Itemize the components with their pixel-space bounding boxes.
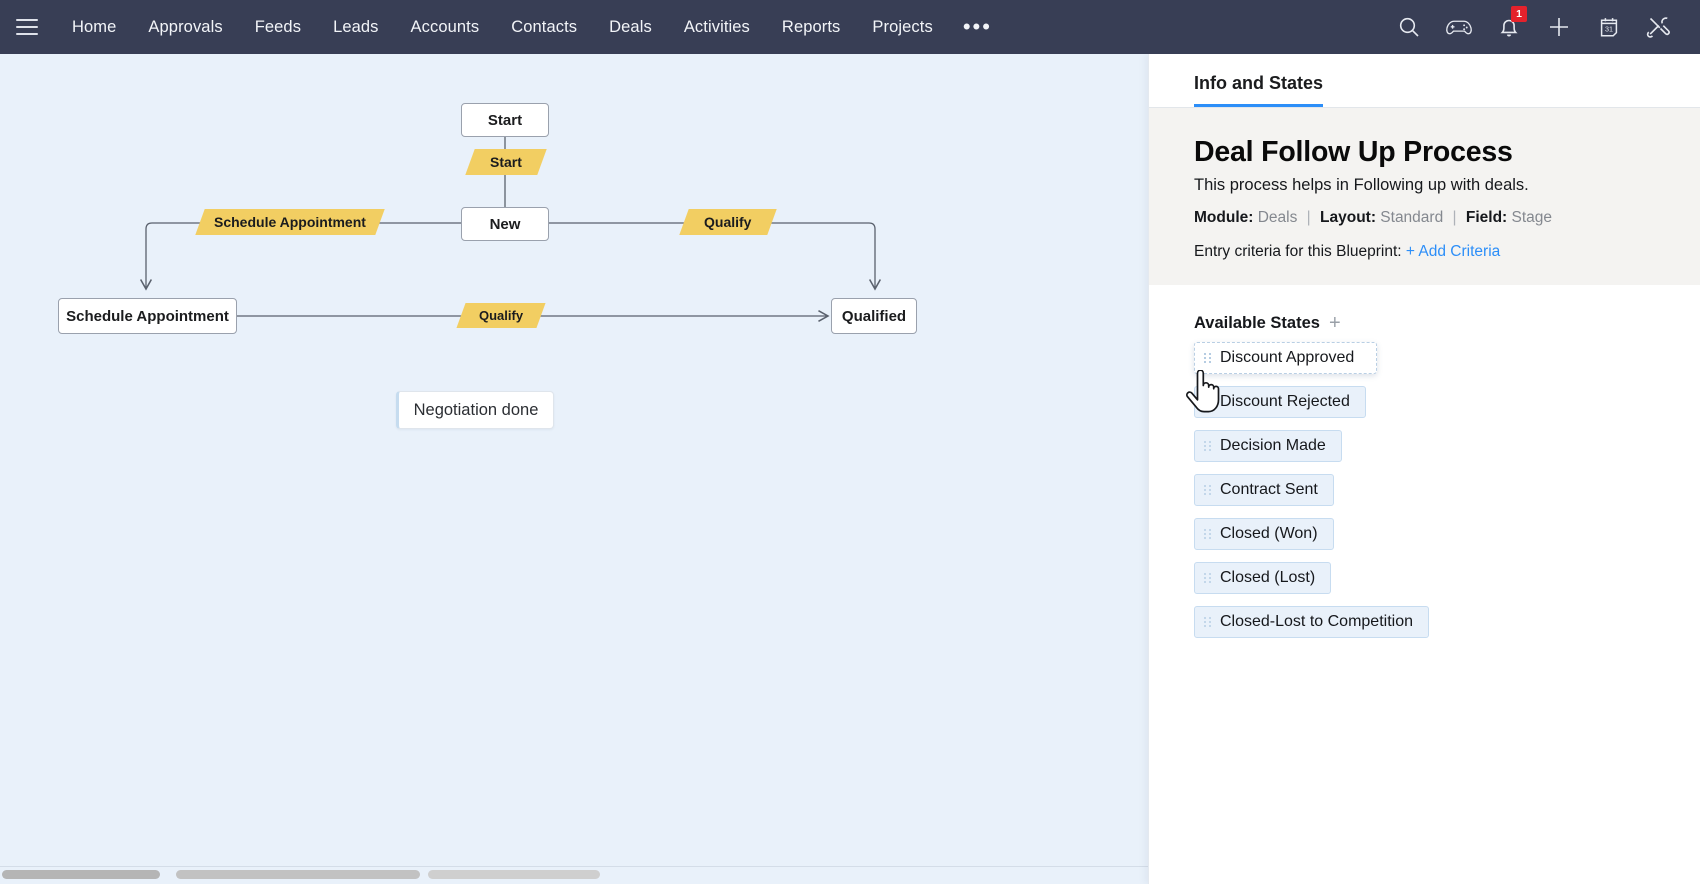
blueprint-info-section: Deal Follow Up Process This process help… <box>1149 108 1700 285</box>
flow-node-label: Qualified <box>841 307 907 325</box>
nav-item-accounts[interactable]: Accounts <box>410 18 480 36</box>
flow-edges <box>139 137 882 323</box>
entry-criteria-row: Entry criteria for this Blueprint: + Add… <box>1194 243 1655 261</box>
panel-tab-bar: Info and States <box>1149 54 1700 108</box>
state-chip-label: Closed-Lost to Competition <box>1220 613 1413 630</box>
blueprint-canvas[interactable]: Start Start New Schedule Appointment Qua… <box>0 54 1148 866</box>
blueprint-meta-row: Module: Deals | Layout: Standard | Field… <box>1194 209 1655 227</box>
state-chip-row: Decision Made <box>1194 430 1655 474</box>
state-chip-label: Decision Made <box>1220 437 1326 454</box>
module-label: Module: <box>1194 209 1254 226</box>
state-chip-row: Contract Sent <box>1194 474 1655 518</box>
flow-node-label: New <box>489 215 521 233</box>
add-criteria-link[interactable]: + Add Criteria <box>1405 243 1501 260</box>
nav-item-deals[interactable]: Deals <box>609 18 652 36</box>
flow-node-qualified[interactable]: Qualified <box>831 298 917 334</box>
nav-item-contacts[interactable]: Contacts <box>511 18 578 36</box>
info-and-states-panel: Info and States Deal Follow Up Process T… <box>1148 54 1700 884</box>
layout-value: Standard <box>1380 209 1444 226</box>
state-chip-closed-lost-to-competition[interactable]: Closed-Lost to Competition <box>1194 606 1429 638</box>
flow-node-start[interactable]: Start <box>461 103 549 137</box>
state-chip-row: Closed (Lost) <box>1194 562 1655 606</box>
drag-handle-icon[interactable] <box>1204 441 1211 451</box>
drag-handle-icon[interactable] <box>1204 397 1211 407</box>
nav-item-approvals[interactable]: Approvals <box>148 18 223 36</box>
state-chip-closed-lost[interactable]: Closed (Lost) <box>1194 562 1332 594</box>
state-chip-label: Discount Rejected <box>1220 393 1350 410</box>
flow-node-schedule-appointment[interactable]: Schedule Appointment <box>58 298 237 334</box>
available-states-header: Available States + <box>1194 313 1655 333</box>
flow-transition-qualify-top[interactable]: Qualify <box>679 209 777 235</box>
flow-node-label: Negotiation done <box>413 400 539 419</box>
state-chip-label: Discount Approved <box>1220 349 1355 366</box>
state-chip-row: Closed (Won) <box>1194 518 1655 562</box>
state-chip-label: Contract Sent <box>1220 481 1318 498</box>
state-chip-closed-won[interactable]: Closed (Won) <box>1194 518 1334 550</box>
search-icon[interactable] <box>1386 0 1432 54</box>
meta-separator: | <box>1452 209 1457 226</box>
nav-right-icons: 1 31 <box>1382 0 1700 54</box>
blueprint-title: Deal Follow Up Process <box>1194 136 1513 168</box>
scrollbar-thumb[interactable] <box>2 870 160 879</box>
top-navigation-bar: Home Approvals Feeds Leads Accounts Cont… <box>0 0 1700 54</box>
nav-item-feeds[interactable]: Feeds <box>254 18 302 36</box>
tab-info-and-states[interactable]: Info and States <box>1194 73 1324 107</box>
available-states-section: Available States + Discount Approved Dis… <box>1149 285 1700 650</box>
plus-icon[interactable] <box>1536 0 1582 54</box>
drag-handle-icon[interactable] <box>1204 485 1211 495</box>
nav-items: Home Approvals Feeds Leads Accounts Cont… <box>56 0 1006 54</box>
notification-badge: 1 <box>1511 6 1527 22</box>
nav-item-activities[interactable]: Activities <box>683 18 750 36</box>
nav-item-reports[interactable]: Reports <box>781 18 841 36</box>
nav-item-leads[interactable]: Leads <box>333 18 379 36</box>
flow-transition-schedule-appointment[interactable]: Schedule Appointment <box>195 209 385 235</box>
field-label: Field: <box>1465 209 1508 226</box>
state-chip-label: Closed (Lost) <box>1220 569 1316 586</box>
calendar-icon[interactable]: 31 <box>1586 0 1632 54</box>
canvas-horizontal-scrollbar[interactable] <box>0 866 1148 884</box>
add-state-plus-icon[interactable]: + <box>1328 312 1341 334</box>
meta-separator: | <box>1306 209 1311 226</box>
flow-node-label: Start <box>487 111 523 129</box>
layout-label: Layout: <box>1320 209 1376 226</box>
svg-text:31: 31 <box>1605 24 1613 33</box>
flow-transition-qualify-bottom[interactable]: Qualify <box>456 303 546 328</box>
drag-handle-icon[interactable] <box>1204 573 1211 583</box>
flow-node-new[interactable]: New <box>461 207 549 241</box>
flow-node-negotiation-done[interactable]: Negotiation done <box>396 391 554 429</box>
drag-handle-icon[interactable] <box>1204 617 1211 627</box>
drag-handle-icon[interactable] <box>1204 353 1211 363</box>
flow-node-label: Schedule Appointment <box>66 307 229 325</box>
bell-icon[interactable]: 1 <box>1486 0 1532 54</box>
state-chip-decision-made[interactable]: Decision Made <box>1194 430 1342 462</box>
tools-icon[interactable] <box>1636 0 1682 54</box>
state-chip-row: Closed-Lost to Competition <box>1194 606 1655 650</box>
state-chip-label: Closed (Won) <box>1220 525 1318 542</box>
scrollbar-thumb[interactable] <box>176 870 420 879</box>
blueprint-description: This process helps in Following up with … <box>1194 176 1529 194</box>
gamepad-icon[interactable] <box>1436 0 1482 54</box>
flow-transition-start[interactable]: Start <box>465 149 547 175</box>
state-chip-row: Discount Approved <box>1194 342 1655 386</box>
nav-overflow-menu-icon[interactable]: ••• <box>962 14 992 39</box>
state-chip-discount-rejected[interactable]: Discount Rejected <box>1194 386 1366 418</box>
state-chip-contract-sent[interactable]: Contract Sent <box>1194 474 1334 506</box>
module-value: Deals <box>1257 209 1298 226</box>
entry-criteria-label: Entry criteria for this Blueprint: <box>1194 243 1402 260</box>
nav-item-home[interactable]: Home <box>72 18 117 36</box>
state-chip-discount-approved[interactable]: Discount Approved <box>1194 342 1378 374</box>
state-chip-row: Discount Rejected <box>1194 386 1655 430</box>
field-value: Stage <box>1511 209 1553 226</box>
drag-handle-icon[interactable] <box>1204 529 1211 539</box>
nav-item-projects[interactable]: Projects <box>872 18 933 36</box>
scrollbar-thumb[interactable] <box>428 870 600 879</box>
available-states-label: Available States <box>1194 313 1320 332</box>
hamburger-menu-icon[interactable] <box>16 19 38 35</box>
